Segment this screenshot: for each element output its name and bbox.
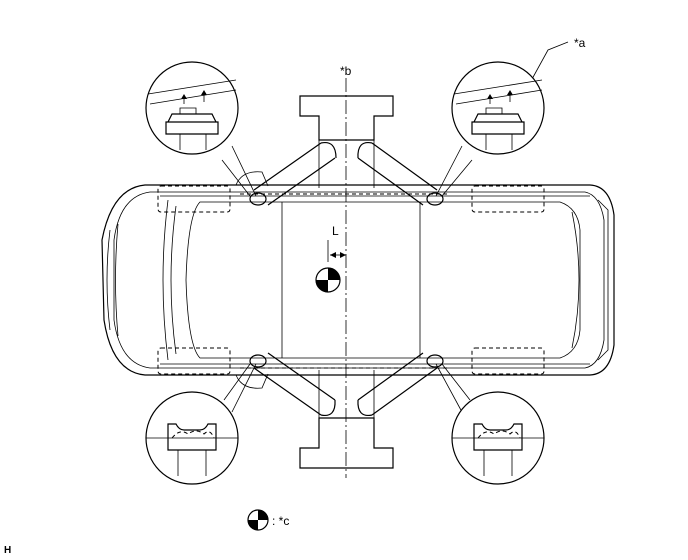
corner-code-label: H xyxy=(4,545,12,556)
vehicle-top-view xyxy=(101,171,615,389)
lift-pad-raised-icon xyxy=(145,61,239,155)
callout-b-label: *b xyxy=(340,64,352,78)
lift-pad-side-view-icon xyxy=(145,391,239,485)
lift-pad-raised-icon xyxy=(451,61,545,155)
dimension-l xyxy=(327,240,346,262)
dimension-l-label: L xyxy=(332,224,339,238)
lift-pad-side-view-icon xyxy=(451,391,545,485)
legend-center-of-gravity-icon xyxy=(247,509,269,531)
lift-pads xyxy=(249,192,444,368)
callout-a-label: *a xyxy=(574,36,586,50)
legend-c-label: : *c xyxy=(272,514,290,528)
center-of-gravity-icon xyxy=(315,267,341,293)
lift-frame xyxy=(253,78,438,478)
